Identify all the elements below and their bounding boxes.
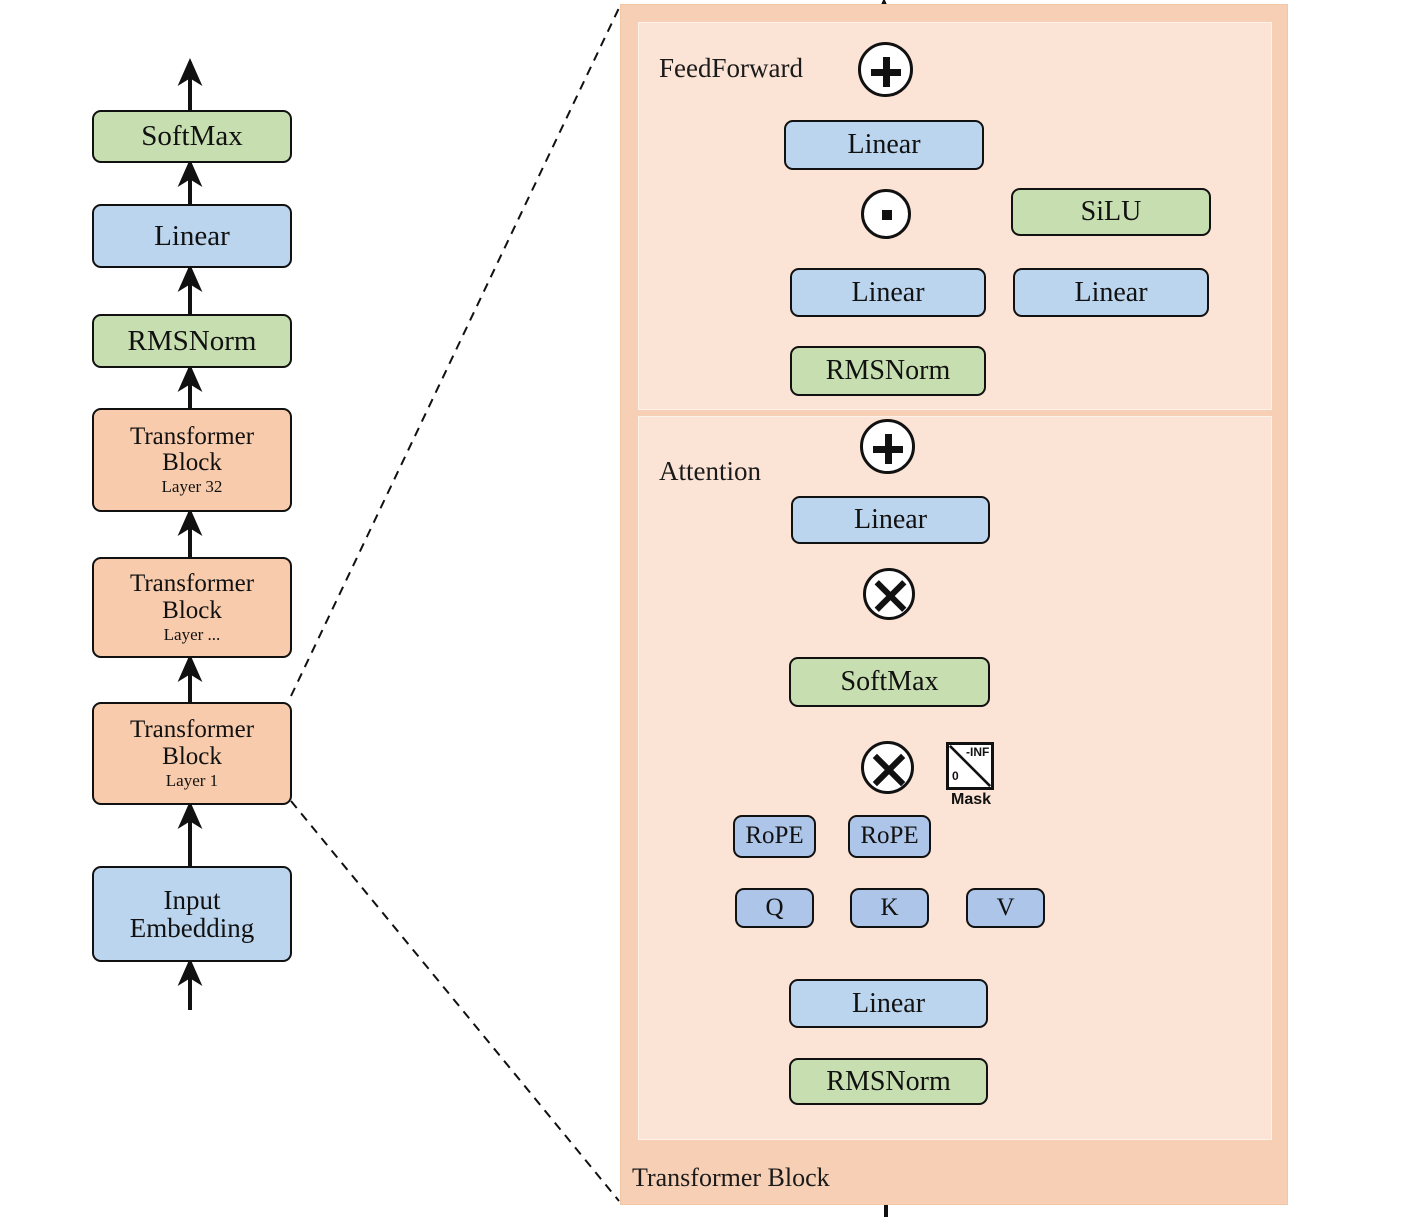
attn-linear-qkv-label: Linear — [851, 987, 926, 1019]
attn-rmsnorm[interactable]: RMSNorm — [789, 1058, 988, 1105]
stack-node-input-embedding[interactable]: Input Embedding — [92, 866, 292, 962]
transformer-block-outer-label: Transformer Block — [632, 1163, 830, 1192]
ff-silu[interactable]: SiLU — [1011, 188, 1211, 236]
stack-node-linear[interactable]: Linear — [92, 204, 292, 268]
attn-rope-q-label: RoPE — [745, 822, 804, 850]
ff-residual-add-icon — [858, 42, 913, 97]
attn-k[interactable]: K — [850, 888, 929, 928]
attn-rope-k[interactable]: RoPE — [848, 815, 931, 858]
feedforward-label: FeedForward — [659, 53, 803, 83]
stack-node-rmsnorm-label: RMSNorm — [127, 324, 257, 357]
attn-linear-qkv[interactable]: Linear — [789, 979, 988, 1028]
attn-v[interactable]: V — [966, 888, 1045, 928]
attn-rmsnorm-label: RMSNorm — [826, 1065, 951, 1097]
attention-mask-upper-value: -INF — [966, 745, 990, 759]
ff-linear-up[interactable]: Linear — [790, 268, 986, 317]
ff-silu-label: SiLU — [1080, 196, 1142, 228]
zoom-connector-top — [290, 7, 620, 697]
stack-node-transformer-block-1-sublabel: Layer 1 — [165, 770, 219, 790]
attention-mask-icon — [946, 742, 994, 790]
ff-linear-up-label: Linear — [851, 276, 925, 308]
ff-rmsnorm[interactable]: RMSNorm — [790, 346, 986, 396]
stack-node-transformer-block-mid[interactable]: Transformer Block Layer ... — [92, 557, 292, 658]
ff-linear-down[interactable]: Linear — [784, 120, 984, 170]
attn-rope-k-label: RoPE — [860, 822, 919, 850]
attention-mask-caption: Mask — [951, 791, 992, 808]
zoom-connector-bottom — [290, 800, 620, 1202]
ff-linear-gate-label: Linear — [1074, 276, 1148, 308]
ff-linear-gate[interactable]: Linear — [1013, 268, 1209, 317]
attn-softmax-label: SoftMax — [840, 666, 939, 698]
stack-node-transformer-block-32[interactable]: Transformer Block Layer 32 — [92, 408, 292, 512]
attn-q[interactable]: Q — [735, 888, 814, 928]
attn-rope-q[interactable]: RoPE — [733, 815, 816, 858]
attn-q-label: Q — [765, 893, 784, 921]
attn-v-label: V — [996, 893, 1015, 921]
stack-node-transformer-block-32-label: Transformer Block — [129, 422, 255, 477]
stack-node-transformer-block-1-label: Transformer Block — [129, 716, 255, 770]
ff-rmsnorm-label: RMSNorm — [825, 355, 951, 387]
attn-residual-add-icon — [860, 419, 915, 474]
attention-label: Attention — [659, 456, 761, 486]
stack-node-rmsnorm[interactable]: RMSNorm — [92, 314, 292, 368]
stack-node-transformer-block-mid-sublabel: Layer ... — [163, 624, 221, 644]
attn-linear-out[interactable]: Linear — [791, 496, 990, 544]
ff-linear-down-label: Linear — [847, 129, 921, 161]
attn-softmax[interactable]: SoftMax — [789, 657, 990, 707]
ff-elementwise-multiply-icon — [861, 189, 911, 239]
attn-k-label: K — [880, 893, 899, 921]
attn-linear-out-label: Linear — [853, 504, 928, 536]
attn-value-matmul-icon — [863, 568, 915, 620]
stack-node-transformer-block-1[interactable]: Transformer Block Layer 1 — [92, 702, 292, 805]
stack-node-transformer-block-32-sublabel: Layer 32 — [161, 477, 223, 497]
stack-node-linear-label: Linear — [154, 219, 230, 252]
stack-node-softmax[interactable]: SoftMax — [92, 110, 292, 163]
attn-qk-matmul-icon — [861, 741, 914, 794]
stack-node-input-embedding-label: Input Embedding — [129, 884, 255, 943]
stack-node-softmax-label: SoftMax — [141, 120, 243, 153]
attention-mask-lower-value: 0 — [952, 769, 959, 783]
stack-node-transformer-block-mid-label: Transformer Block — [129, 570, 255, 624]
